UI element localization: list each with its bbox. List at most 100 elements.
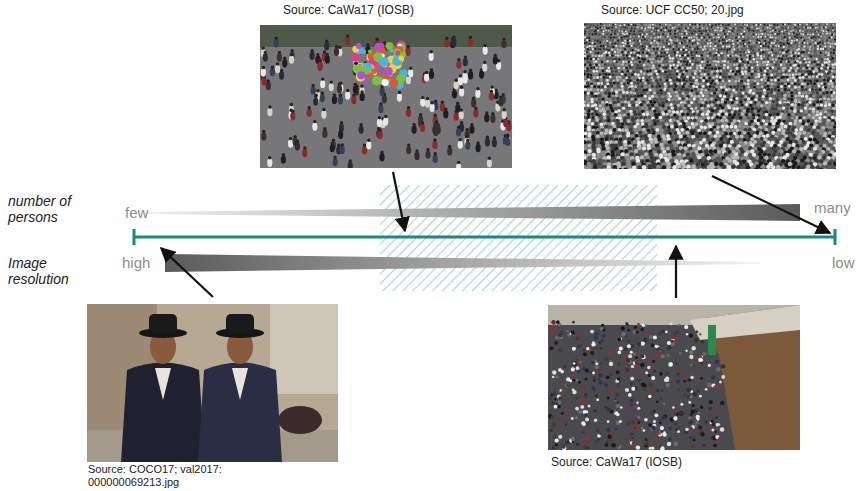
photo-detail bbox=[658, 34, 660, 36]
photo-detail bbox=[829, 32, 831, 34]
photo-detail bbox=[703, 36, 705, 38]
photo-detail bbox=[459, 111, 464, 119]
photo-detail bbox=[610, 37, 612, 39]
photo-detail bbox=[757, 30, 759, 32]
photo-detail bbox=[830, 30, 832, 32]
photo-detail bbox=[800, 33, 802, 35]
photo-detail bbox=[597, 40, 599, 42]
photo-detail bbox=[681, 28, 683, 30]
photo-detail bbox=[669, 60, 672, 63]
photo-detail bbox=[722, 45, 724, 47]
photo-detail bbox=[717, 27, 719, 29]
photo-detail bbox=[743, 33, 745, 35]
photo-detail bbox=[603, 55, 605, 57]
photo-detail bbox=[639, 24, 641, 26]
photo-detail bbox=[434, 100, 437, 103]
photo-detail bbox=[629, 48, 631, 50]
photo-detail bbox=[824, 67, 827, 70]
photo-detail bbox=[610, 46, 612, 48]
photo-detail bbox=[655, 64, 658, 67]
photo-detail bbox=[627, 51, 629, 53]
photo-detail bbox=[639, 46, 641, 48]
photo-detail bbox=[829, 67, 832, 70]
photo-detail bbox=[609, 24, 611, 26]
photo-detail bbox=[710, 42, 712, 44]
photo-detail bbox=[602, 33, 604, 35]
photo-detail bbox=[703, 24, 705, 26]
photo-detail bbox=[349, 159, 352, 162]
photo-detail bbox=[728, 32, 730, 34]
photo-detail bbox=[281, 155, 286, 163]
photo-detail bbox=[665, 49, 667, 51]
photo-detail bbox=[654, 70, 657, 73]
photo-detail bbox=[430, 104, 435, 112]
photo-detail bbox=[644, 36, 646, 38]
photo-detail bbox=[362, 146, 367, 154]
photo-detail bbox=[457, 161, 460, 164]
photo-detail bbox=[452, 35, 455, 38]
photo-detail bbox=[781, 49, 783, 51]
photo-detail bbox=[398, 91, 401, 94]
photo-detail bbox=[619, 33, 621, 35]
photo-detail bbox=[775, 52, 777, 54]
photo-detail bbox=[674, 36, 676, 38]
photo-detail bbox=[375, 38, 378, 41]
photo-detail bbox=[655, 33, 657, 35]
photo-detail bbox=[693, 33, 695, 35]
photo-detail bbox=[684, 33, 686, 35]
photo-ground bbox=[584, 23, 836, 169]
photo-detail bbox=[697, 24, 699, 26]
photo-detail bbox=[682, 49, 684, 51]
photo-detail bbox=[790, 42, 792, 44]
photo-detail bbox=[776, 61, 779, 64]
photo-detail bbox=[765, 27, 767, 29]
photo-detail bbox=[824, 42, 826, 44]
photo-detail bbox=[620, 27, 622, 29]
photo-detail bbox=[425, 99, 430, 107]
photo-detail bbox=[629, 36, 631, 38]
photo-detail bbox=[352, 54, 360, 62]
photo-detail bbox=[717, 51, 719, 53]
photo-detail bbox=[810, 24, 812, 26]
photo-detail bbox=[799, 30, 801, 32]
photo-detail bbox=[640, 70, 643, 73]
photo-detail bbox=[325, 55, 330, 63]
photo-detail bbox=[674, 33, 676, 35]
photo-detail bbox=[802, 30, 804, 32]
photo-detail bbox=[605, 45, 607, 47]
photo-detail bbox=[677, 61, 680, 64]
photo-detail bbox=[690, 51, 692, 53]
photo-detail bbox=[611, 70, 614, 73]
photo-detail bbox=[736, 30, 738, 32]
photo-detail bbox=[320, 80, 325, 88]
photo-detail bbox=[290, 53, 293, 56]
photo-detail bbox=[501, 40, 506, 48]
photo-detail bbox=[282, 59, 287, 67]
photo-detail bbox=[684, 42, 686, 44]
photo-detail bbox=[680, 60, 683, 63]
photo-detail bbox=[601, 67, 604, 70]
photo-detail bbox=[769, 27, 771, 29]
photo-detail bbox=[282, 153, 285, 156]
photo-detail bbox=[603, 61, 606, 64]
photo-detail bbox=[367, 139, 370, 142]
photo-detail bbox=[781, 58, 783, 60]
photo-detail bbox=[667, 70, 670, 73]
photo-detail bbox=[666, 57, 668, 59]
photo-detail bbox=[699, 24, 701, 26]
photo-detail bbox=[596, 42, 598, 44]
photo-detail bbox=[443, 110, 448, 118]
photo-detail bbox=[652, 45, 654, 47]
photo-detail bbox=[716, 40, 718, 42]
photo-detail bbox=[618, 58, 620, 60]
photo-detail bbox=[812, 64, 815, 67]
photo-detail bbox=[662, 55, 664, 57]
photo-detail bbox=[817, 42, 819, 44]
photo-detail bbox=[623, 69, 626, 72]
photo-detail bbox=[654, 46, 656, 48]
photo-detail bbox=[746, 33, 748, 35]
photo-detail bbox=[589, 70, 592, 73]
photo-detail bbox=[492, 139, 497, 147]
photo-detail bbox=[588, 33, 590, 35]
